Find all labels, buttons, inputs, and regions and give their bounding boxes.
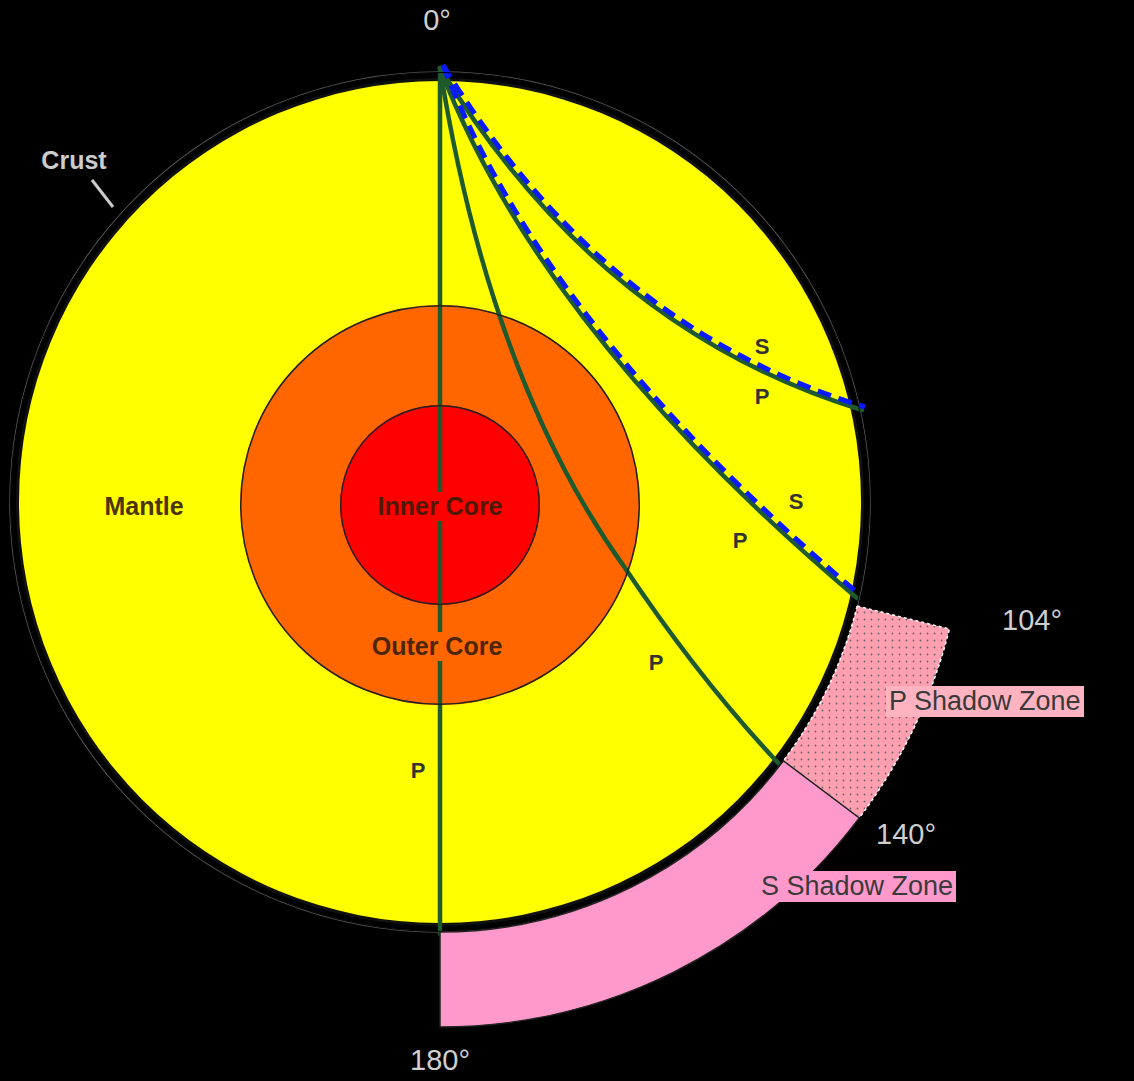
wave-label: S — [755, 334, 770, 359]
degree-label: 140° — [876, 818, 936, 851]
degree-label: 104° — [1002, 604, 1062, 637]
wave-label: S — [789, 489, 804, 514]
layer-name: Mantle — [104, 492, 183, 521]
layer-name: Inner Core — [374, 492, 505, 521]
layer-name: Outer Core — [369, 632, 506, 661]
layer-name: P Shadow Zone — [886, 686, 1084, 717]
degree-label: 180° — [410, 1044, 470, 1077]
s-shadow-zone: S Shadow Zone — [436, 755, 866, 1030]
layer-name: S Shadow Zone — [758, 871, 956, 902]
layer-label: Crust — [41, 146, 106, 175]
mantle-layer: MantleOuter Core Inner Core — [10, 72, 870, 932]
wave-label: P — [755, 384, 770, 409]
wave-label: P — [411, 758, 426, 783]
outer-core-layer: Outer Core Inner Core — [240, 305, 640, 705]
inner-core-layer: Inner Core — [340, 405, 540, 605]
p-shadow-zone: P Shadow Zone — [780, 600, 1134, 822]
wave-label: P — [649, 650, 664, 675]
wave-label: P — [733, 528, 748, 553]
degree-label: 0° — [423, 4, 451, 37]
